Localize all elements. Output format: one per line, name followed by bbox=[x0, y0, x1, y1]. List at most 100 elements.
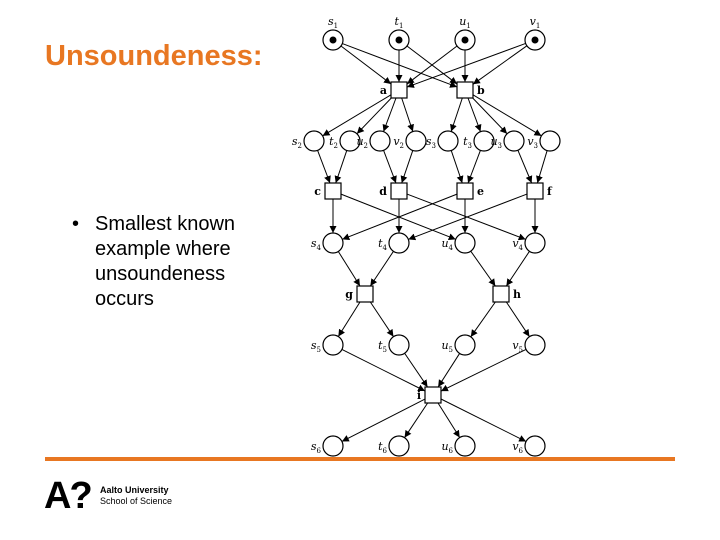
arc-b-to-s3 bbox=[450, 97, 463, 132]
transition-label: c bbox=[314, 185, 321, 198]
arc-b-to-u3 bbox=[472, 97, 508, 135]
place-t4: t4 bbox=[378, 232, 410, 254]
place-circle bbox=[388, 232, 410, 254]
arc-t2-to-c bbox=[334, 150, 348, 184]
place-label: t1 bbox=[395, 15, 404, 30]
arc-s1-to-a bbox=[340, 45, 392, 85]
place-u6: u6 bbox=[441, 435, 476, 457]
transition-c: c bbox=[314, 182, 342, 200]
logo-university-name: Aalto University bbox=[100, 485, 169, 495]
place-label: u2 bbox=[356, 135, 368, 150]
logo-mark: A? bbox=[44, 475, 93, 517]
arc-t4-to-g bbox=[369, 251, 394, 287]
place-label: v2 bbox=[393, 135, 404, 150]
place-circle bbox=[473, 130, 495, 152]
bullet-dot: • bbox=[72, 213, 80, 235]
bullet-text: Smallest known example where unsoundenes… bbox=[95, 213, 236, 310]
transition-label: h bbox=[513, 288, 521, 301]
place-s1: s1 bbox=[322, 15, 344, 51]
transition-a: a bbox=[380, 81, 408, 99]
place-label: u3 bbox=[490, 135, 502, 150]
place-label: t3 bbox=[463, 135, 472, 150]
transition-b: b bbox=[456, 81, 485, 99]
arc-g-to-t5 bbox=[369, 301, 394, 337]
arc-g-to-s5 bbox=[337, 301, 361, 337]
place-t2: t2 bbox=[329, 130, 361, 152]
place-label: s3 bbox=[426, 135, 436, 150]
arc-t1-to-b bbox=[406, 45, 458, 85]
transition-label: f bbox=[547, 185, 553, 198]
arc-h-to-u5 bbox=[470, 301, 496, 338]
place-circle bbox=[454, 232, 476, 254]
arc-v2-to-d bbox=[400, 150, 414, 184]
place-label: s1 bbox=[328, 15, 338, 30]
arc-v4-to-h bbox=[505, 251, 530, 287]
arc-f-to-t4 bbox=[408, 193, 528, 241]
place-circle bbox=[322, 435, 344, 457]
place-s4: s4 bbox=[311, 232, 344, 254]
place-v2: v2 bbox=[393, 130, 427, 152]
place-circle bbox=[303, 130, 325, 152]
place-circle bbox=[322, 334, 344, 356]
transition-i: i bbox=[417, 386, 442, 404]
arc-i-to-t6 bbox=[404, 402, 429, 438]
place-circle bbox=[454, 435, 476, 457]
transition-box bbox=[492, 285, 510, 303]
token-dot bbox=[395, 36, 403, 44]
place-circle bbox=[539, 130, 561, 152]
place-s3: s3 bbox=[426, 130, 459, 152]
transition-label: b bbox=[477, 84, 485, 97]
place-circle bbox=[524, 435, 546, 457]
place-label: s6 bbox=[311, 440, 322, 455]
place-v3: v3 bbox=[527, 130, 561, 152]
transition-label: i bbox=[417, 389, 421, 402]
place-label: v3 bbox=[527, 135, 538, 150]
arc-u5-to-i bbox=[437, 353, 461, 388]
place-u2: u2 bbox=[356, 130, 391, 152]
place-s2: s2 bbox=[292, 130, 325, 152]
token-dot bbox=[531, 36, 539, 44]
place-label: t5 bbox=[378, 339, 387, 354]
arc-i-to-s6 bbox=[341, 398, 426, 442]
arc-i-to-u6 bbox=[437, 402, 461, 438]
place-circle bbox=[503, 130, 525, 152]
arc-v3-to-f bbox=[536, 150, 548, 184]
arc-v5-to-i bbox=[440, 348, 527, 392]
arc-t5-to-i bbox=[404, 352, 428, 388]
arc-s1-to-b bbox=[342, 43, 458, 88]
place-label: t4 bbox=[378, 237, 387, 252]
arc-u2-to-d bbox=[383, 150, 397, 184]
place-circle bbox=[437, 130, 459, 152]
place-circle bbox=[322, 232, 344, 254]
place-circle bbox=[369, 130, 391, 152]
transition-box bbox=[356, 285, 374, 303]
place-label: t2 bbox=[329, 135, 338, 150]
place-label: v5 bbox=[512, 339, 523, 354]
transition-box bbox=[424, 386, 442, 404]
transition-box bbox=[526, 182, 544, 200]
place-t5: t5 bbox=[378, 334, 410, 356]
slide-title: Unsoundeness: bbox=[45, 40, 263, 72]
transition-box bbox=[390, 182, 408, 200]
place-circle bbox=[339, 130, 361, 152]
place-v1: v1 bbox=[524, 15, 546, 51]
place-s5: s5 bbox=[311, 334, 344, 356]
arc-b-to-v3 bbox=[472, 94, 542, 137]
arc-s5-to-i bbox=[341, 349, 426, 392]
place-circle bbox=[524, 232, 546, 254]
place-v6: v6 bbox=[512, 435, 546, 457]
arc-s4-to-g bbox=[337, 251, 361, 287]
transition-box bbox=[390, 81, 408, 99]
arc-s2-to-c bbox=[317, 150, 331, 184]
place-u4: u4 bbox=[441, 232, 476, 254]
arc-v1-to-b bbox=[472, 45, 528, 85]
transition-f: f bbox=[526, 182, 553, 200]
arc-u3-to-f bbox=[517, 150, 533, 184]
place-label: v4 bbox=[512, 237, 523, 252]
place-v5: v5 bbox=[512, 334, 546, 356]
place-label: t6 bbox=[378, 440, 387, 455]
place-v4: v4 bbox=[512, 232, 546, 254]
logo-school-name: School of Science bbox=[100, 496, 173, 506]
transition-label: d bbox=[379, 185, 387, 198]
